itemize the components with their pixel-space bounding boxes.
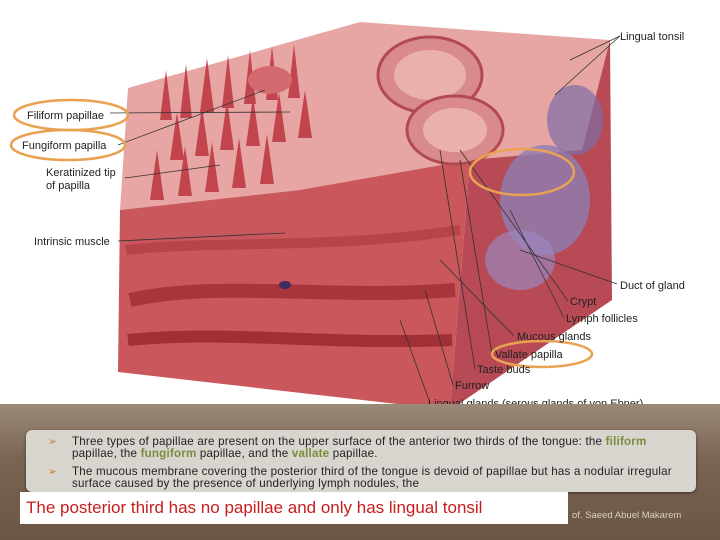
label-vallate: Vallate papilla <box>495 349 564 361</box>
label-intrinsic-muscle: Intrinsic muscle <box>34 236 110 248</box>
bullet-box: ➢ Three types of papillae are present on… <box>26 430 696 492</box>
label-duct-of-gland: Duct of gland <box>620 280 685 292</box>
bullet1-text-b: papillae, the <box>72 447 141 460</box>
label-lymph-follicles: Lymph follicles <box>566 313 638 325</box>
label-taste-buds: Taste buds <box>477 364 531 376</box>
label-lingual-tonsil: Lingual tonsil <box>620 31 684 43</box>
bullet-posterior-third: ➢ The mucous membrane covering the poste… <box>48 466 688 490</box>
term-filiform: filiform <box>606 435 647 448</box>
term-vallate: vallate <box>292 447 330 460</box>
bullet-papillae-types: ➢ Three types of papillae are present on… <box>48 436 688 460</box>
term-fungiform: fungiform <box>141 447 197 460</box>
bullet1-text-d: papillae. <box>329 447 377 460</box>
label-fungiform: Fungiform papilla <box>22 140 107 152</box>
label-crypt: Crypt <box>570 296 596 308</box>
tongue-illustration: Lingual tonsil Filiform papillae Fungifo… <box>0 0 720 420</box>
label-furrow: Furrow <box>455 380 489 392</box>
label-filiform: Filiform papillae <box>27 110 104 122</box>
label-keratinized-2: of papilla <box>46 180 91 192</box>
label-keratinized-1: Keratinized tip <box>46 167 116 179</box>
bullet1-text-c: papillae, and the <box>196 447 291 460</box>
caption-banner: The posterior third has no papillae and … <box>20 492 568 524</box>
label-mucous-glands: Mucous glands <box>517 331 591 343</box>
author-credit: of. Saeed Abuel Makarem <box>572 510 681 521</box>
bullet-arrow-icon: ➢ <box>48 466 57 478</box>
bullet2-text: The mucous membrane covering the posteri… <box>72 465 672 490</box>
bullet-arrow-icon: ➢ <box>48 436 57 448</box>
